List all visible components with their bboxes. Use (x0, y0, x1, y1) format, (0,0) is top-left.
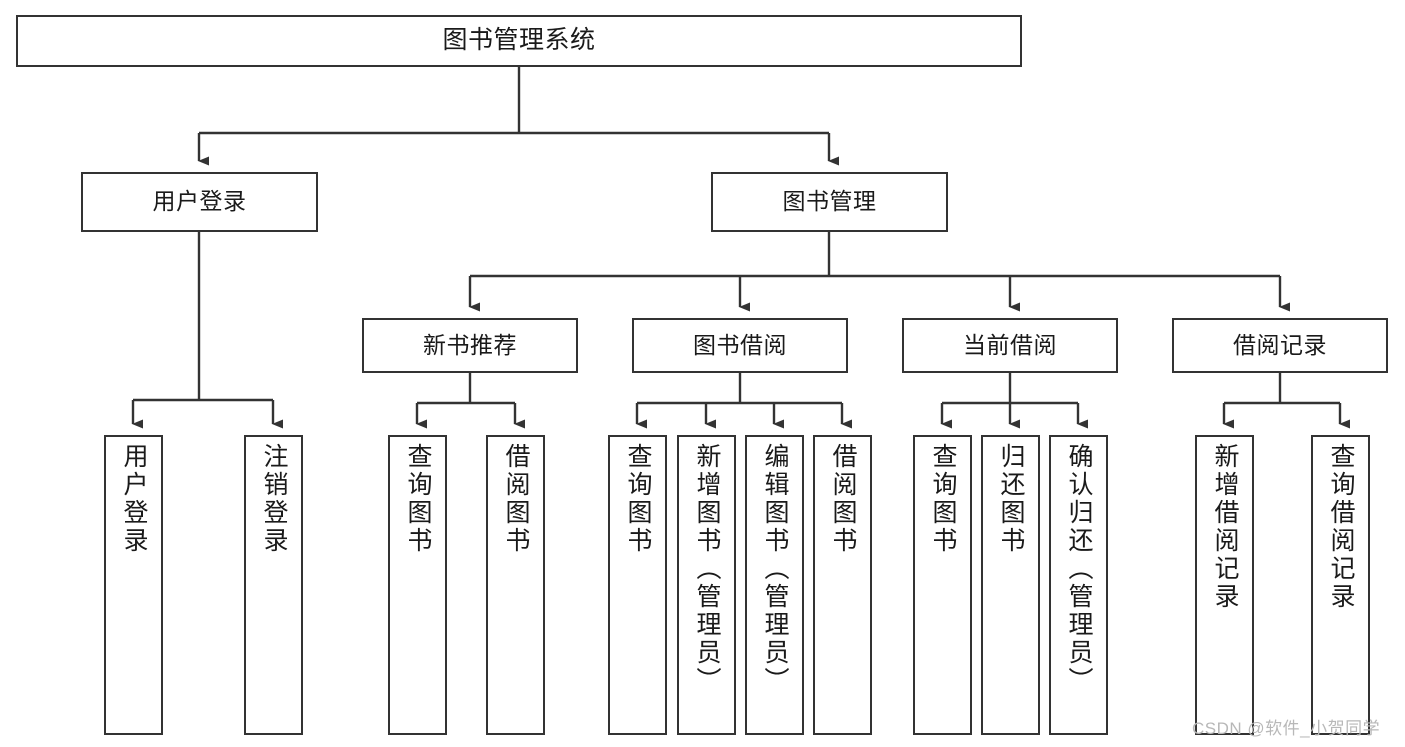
node-label: 用户登录 (152, 188, 247, 215)
node-label: 当前借阅 (963, 331, 1057, 358)
node-label: 借阅图书 (502, 443, 530, 555)
node-label: 注销登录 (260, 443, 288, 555)
node-level3-2[interactable]: 当前借阅 (902, 318, 1118, 373)
node-label: 查询借阅记录 (1327, 443, 1355, 611)
node-label: 确认归还（管理员） (1065, 443, 1093, 695)
node-leaf-6[interactable]: 编辑图书（管理员） (745, 435, 804, 735)
node-label: 新增图书（管理员） (693, 443, 721, 695)
node-leaf-3[interactable]: 借阅图书 (486, 435, 545, 735)
node-leaf-12[interactable]: 查询借阅记录 (1311, 435, 1370, 735)
node-label: 借阅记录 (1233, 331, 1327, 358)
node-label: 图书管理 (782, 188, 877, 215)
node-label: 归还图书 (997, 443, 1025, 555)
node-label: 图书管理系统 (442, 26, 596, 55)
node-level2-1[interactable]: 图书管理 (711, 172, 948, 232)
node-label: 查询图书 (624, 443, 652, 555)
node-leaf-1[interactable]: 注销登录 (244, 435, 303, 735)
node-label: 查询图书 (929, 443, 957, 555)
connector-group (131, 67, 1350, 429)
node-leaf-5[interactable]: 新增图书（管理员） (677, 435, 736, 735)
node-label: 编辑图书（管理员） (761, 443, 789, 695)
node-label: 图书借阅 (693, 331, 787, 358)
node-label: 用户登录 (120, 443, 148, 555)
node-label: 查询图书 (404, 443, 432, 555)
node-level3-0[interactable]: 新书推荐 (362, 318, 578, 373)
node-leaf-8[interactable]: 查询图书 (913, 435, 972, 735)
node-leaf-2[interactable]: 查询图书 (388, 435, 447, 735)
node-leaf-9[interactable]: 归还图书 (981, 435, 1040, 735)
node-root-book-management-system[interactable]: 图书管理系统 (16, 15, 1022, 67)
node-leaf-0[interactable]: 用户登录 (104, 435, 163, 735)
node-leaf-7[interactable]: 借阅图书 (813, 435, 872, 735)
node-label: 新增借阅记录 (1211, 443, 1239, 611)
node-label: 借阅图书 (829, 443, 857, 555)
node-leaf-4[interactable]: 查询图书 (608, 435, 667, 735)
csdn-watermark: CSDN @软件_小贺同学 (1192, 719, 1381, 738)
node-level2-0[interactable]: 用户登录 (81, 172, 318, 232)
node-leaf-10[interactable]: 确认归还（管理员） (1049, 435, 1108, 735)
node-leaf-11[interactable]: 新增借阅记录 (1195, 435, 1254, 735)
node-level3-1[interactable]: 图书借阅 (632, 318, 848, 373)
node-label: 新书推荐 (423, 331, 517, 358)
node-level3-3[interactable]: 借阅记录 (1172, 318, 1388, 373)
